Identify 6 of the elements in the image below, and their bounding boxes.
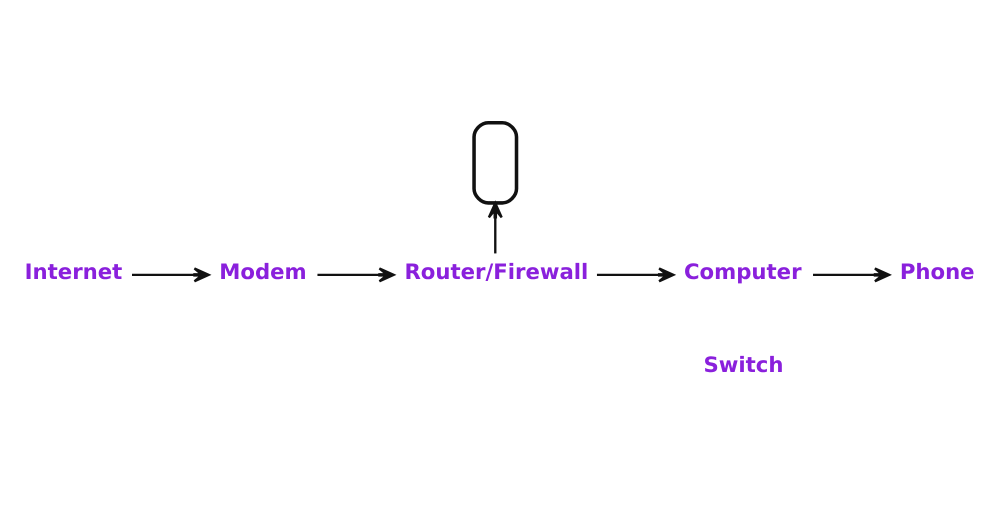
node-text: Phone xyxy=(900,260,975,285)
node-text: Computer xyxy=(684,260,802,285)
node-text: Modem xyxy=(219,260,307,285)
node-text: Switch xyxy=(703,353,784,378)
node-text: Internet xyxy=(24,260,122,285)
node-text: Router/Firewall xyxy=(404,260,588,285)
